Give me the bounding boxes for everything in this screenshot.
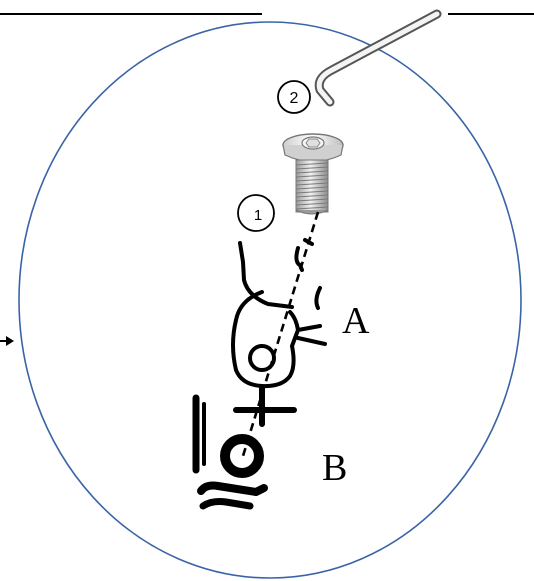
step-2-callout: 2 bbox=[277, 80, 311, 114]
alignment-dashed-line bbox=[241, 211, 320, 457]
arrow-right-icon bbox=[0, 336, 14, 346]
allen-key-icon bbox=[314, 9, 442, 107]
step-1-circle bbox=[237, 194, 275, 232]
hex-socket-screw-icon bbox=[282, 133, 344, 215]
step-2-circle bbox=[277, 80, 311, 114]
bracket-part-b bbox=[192, 385, 297, 510]
step-1-number: 1 bbox=[254, 207, 262, 224]
step-1-callout: 1 bbox=[237, 194, 275, 232]
detail-circle bbox=[18, 21, 522, 579]
bracket-part-a bbox=[231, 238, 327, 389]
part-a-label: A bbox=[342, 300, 370, 342]
part-b-label: B bbox=[322, 447, 347, 489]
step-2-number: 2 bbox=[290, 90, 299, 107]
